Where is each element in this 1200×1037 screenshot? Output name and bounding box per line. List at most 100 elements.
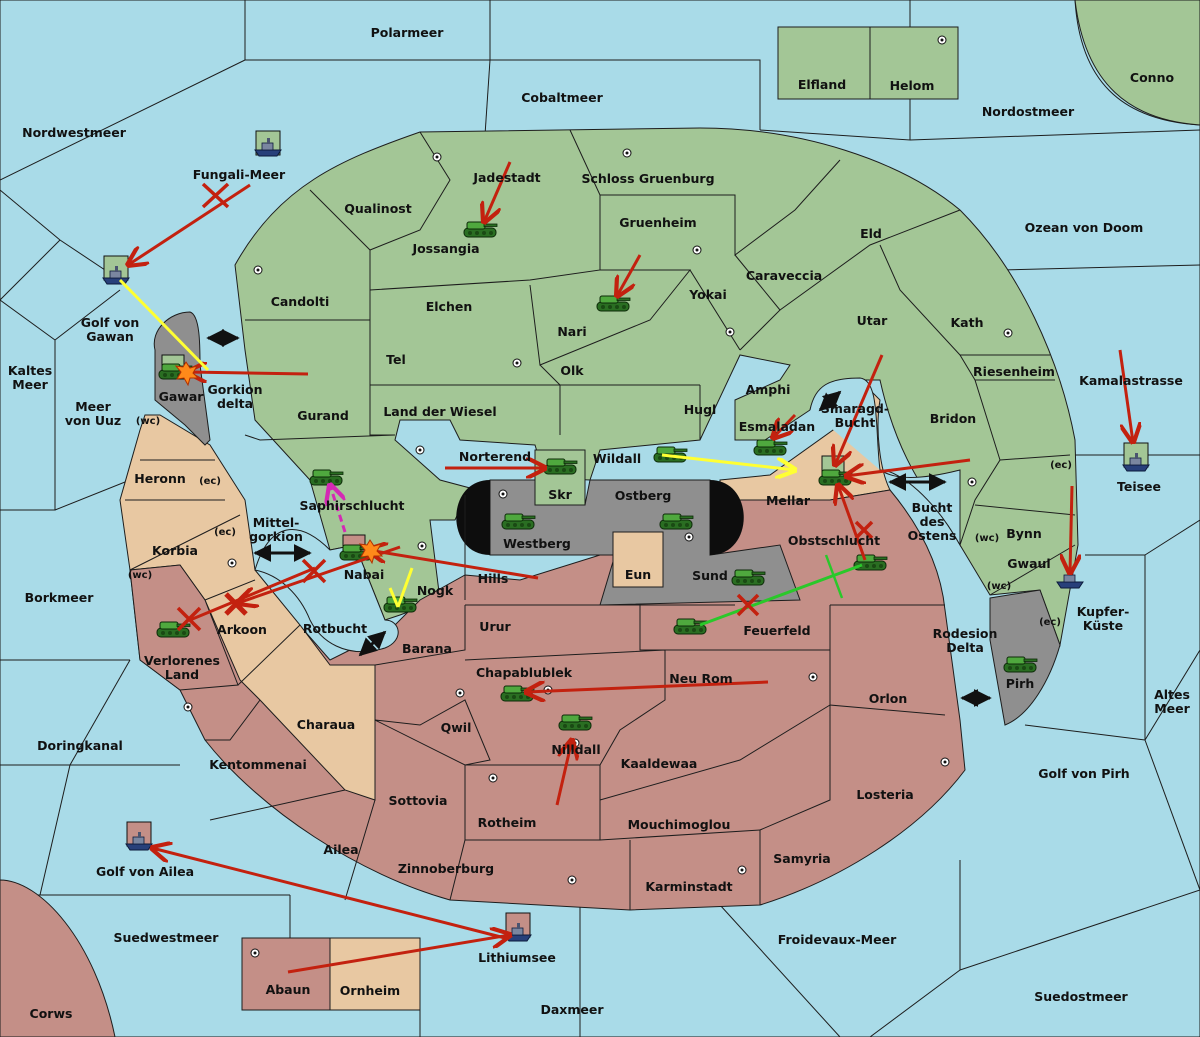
bucht-des-ostens-label-3: Ostens bbox=[908, 528, 957, 543]
conno-label: Conno bbox=[1130, 70, 1175, 85]
doringkanal-label: Doringkanal bbox=[37, 738, 123, 753]
westberg-label: Westberg bbox=[503, 536, 571, 551]
black-region-east bbox=[710, 480, 744, 555]
eld-label: Eld bbox=[860, 226, 882, 241]
elfland-label: Elfland bbox=[798, 77, 846, 92]
gwaul-label: Gwaul bbox=[1007, 556, 1050, 571]
red-x-icon bbox=[176, 182, 874, 632]
utar-label: Utar bbox=[857, 313, 889, 328]
altes-meer-label-2: Meer bbox=[1154, 701, 1190, 716]
nabai-label: Nabai bbox=[344, 567, 385, 582]
coast-tag-wc: (wc) bbox=[136, 416, 160, 427]
corws-land[interactable] bbox=[0, 879, 116, 1037]
rodesion-delta-label-2: Delta bbox=[946, 640, 984, 655]
cobaltmeer-label: Cobaltmeer bbox=[521, 90, 603, 105]
karminstadt-label: Karminstadt bbox=[645, 879, 732, 894]
verlorenes-land-label-2: Land bbox=[165, 667, 199, 682]
mittelgorkion-label-2: gorkion bbox=[249, 529, 303, 544]
explosion-icon bbox=[358, 539, 384, 565]
supply-centers bbox=[183, 35, 1013, 958]
candolti-label: Candolti bbox=[271, 294, 330, 309]
province-borders bbox=[125, 129, 1076, 910]
amphi-label: Amphi bbox=[746, 382, 791, 397]
eun-label: Eun bbox=[625, 567, 651, 582]
golf-von-ailea-label: Golf von Ailea bbox=[96, 864, 194, 879]
bucht-des-ostens-label-2: des bbox=[920, 514, 945, 529]
kupferkueste-label-2: Küste bbox=[1083, 618, 1123, 633]
meer-von-uuz-label-2: von Uuz bbox=[65, 413, 121, 428]
froidevaux-meer-label: Froidevaux-Meer bbox=[778, 932, 897, 947]
gawar-label: Gawar bbox=[159, 389, 205, 404]
saphirschlucht-label: Saphirschlucht bbox=[300, 498, 405, 513]
heronn-label: Heronn bbox=[134, 471, 186, 486]
elfland-region[interactable] bbox=[777, 26, 871, 100]
rodesion-delta-label-1: Rodesion bbox=[933, 626, 998, 641]
qualinost-label: Qualinost bbox=[344, 201, 411, 216]
coast-tag-ec: (ec) bbox=[1039, 617, 1061, 628]
yokai-label: Yokai bbox=[688, 287, 727, 302]
kaaldewaa-label: Kaaldewaa bbox=[621, 756, 698, 771]
lithiumsee-label: Lithiumsee bbox=[478, 950, 556, 965]
kentommenai-label: Kentommenai bbox=[209, 757, 307, 772]
orders bbox=[118, 161, 1133, 974]
kaltes-meer-label-2: Meer bbox=[12, 377, 48, 392]
polarmeer-label: Polarmeer bbox=[371, 25, 445, 40]
mittelgorkion-label-1: Mittel- bbox=[253, 515, 300, 530]
coast-tag-ec: (ec) bbox=[1050, 460, 1072, 471]
verlorenes-land-label-1: Verlorenes bbox=[144, 653, 220, 668]
gurand-label: Gurand bbox=[297, 408, 349, 423]
golf-von-gawan-label-1: Golf von bbox=[81, 315, 140, 330]
neu-rom-label: Neu Rom bbox=[669, 671, 732, 686]
caraveccia-label: Caraveccia bbox=[746, 268, 822, 283]
fungali-meer-label: Fungali-Meer bbox=[193, 167, 286, 182]
dislodge-x-icon bbox=[224, 592, 248, 616]
ornheim-region[interactable] bbox=[329, 937, 421, 1011]
suedostmeer-label: Suedostmeer bbox=[1034, 989, 1128, 1004]
smaragd-bucht-sea bbox=[809, 377, 961, 547]
kaltes-meer-label-1: Kaltes bbox=[8, 363, 52, 378]
zinnoberburg-label: Zinnoberburg bbox=[398, 861, 494, 876]
urur-label: Urur bbox=[479, 619, 511, 634]
coast-tag-wc: (wc) bbox=[128, 570, 152, 581]
labels: Polarmeer Cobaltmeer Nordwestmeer Nordos… bbox=[8, 25, 1191, 1021]
coast-tag-wc: (wc) bbox=[975, 533, 999, 544]
elchen-label: Elchen bbox=[426, 299, 473, 314]
nordostmeer-label: Nordostmeer bbox=[982, 104, 1075, 119]
samyria-label: Samyria bbox=[773, 851, 831, 866]
norterend-label: Norterend bbox=[459, 449, 531, 464]
jossangia-label: Jossangia bbox=[411, 241, 479, 256]
bynn-label: Bynn bbox=[1006, 526, 1041, 541]
gorkion-delta-label-1: Gorkion bbox=[207, 382, 262, 397]
nilldall-label: Nilldall bbox=[551, 742, 600, 757]
smaragd-bucht-label-1: Smaragd- bbox=[821, 401, 889, 416]
orlon-label: Orlon bbox=[869, 691, 908, 706]
ostberg-label: Ostberg bbox=[615, 488, 672, 503]
kupferkueste-label-1: Kupfer- bbox=[1077, 604, 1130, 619]
sottovia-label: Sottovia bbox=[389, 793, 448, 808]
esmaladan-label: Esmaladan bbox=[739, 419, 815, 434]
eun-region[interactable] bbox=[612, 531, 664, 588]
olk-label: Olk bbox=[560, 363, 584, 378]
conno-land[interactable] bbox=[1074, 0, 1200, 126]
nordwestmeer-label: Nordwestmeer bbox=[22, 125, 127, 140]
mellar-label: Mellar bbox=[766, 493, 811, 508]
gruenheim-label: Gruenheim bbox=[619, 215, 696, 230]
golf-von-gawan-label-2: Gawan bbox=[86, 329, 134, 344]
rotbucht-label: Rotbucht bbox=[303, 621, 367, 636]
teisee-label: Teisee bbox=[1117, 479, 1161, 494]
abaun-label: Abaun bbox=[266, 982, 311, 997]
mouchimoglou-label: Mouchimoglou bbox=[628, 817, 731, 832]
feuerfeld-label: Feuerfeld bbox=[743, 623, 810, 638]
rotheim-label: Rotheim bbox=[478, 815, 537, 830]
ornheim-label: Ornheim bbox=[340, 983, 400, 998]
helom-label: Helom bbox=[890, 78, 935, 93]
pirh-label: Pirh bbox=[1006, 676, 1035, 691]
barana-label: Barana bbox=[402, 641, 452, 656]
losteria-label: Losteria bbox=[856, 787, 913, 802]
coast-tag-ec: (ec) bbox=[214, 527, 236, 538]
hills-label: Hills bbox=[478, 571, 509, 586]
meer-von-uuz-label-1: Meer bbox=[75, 399, 111, 414]
jadestadt-label: Jadestadt bbox=[472, 170, 540, 185]
altes-meer-label-1: Altes bbox=[1154, 687, 1190, 702]
